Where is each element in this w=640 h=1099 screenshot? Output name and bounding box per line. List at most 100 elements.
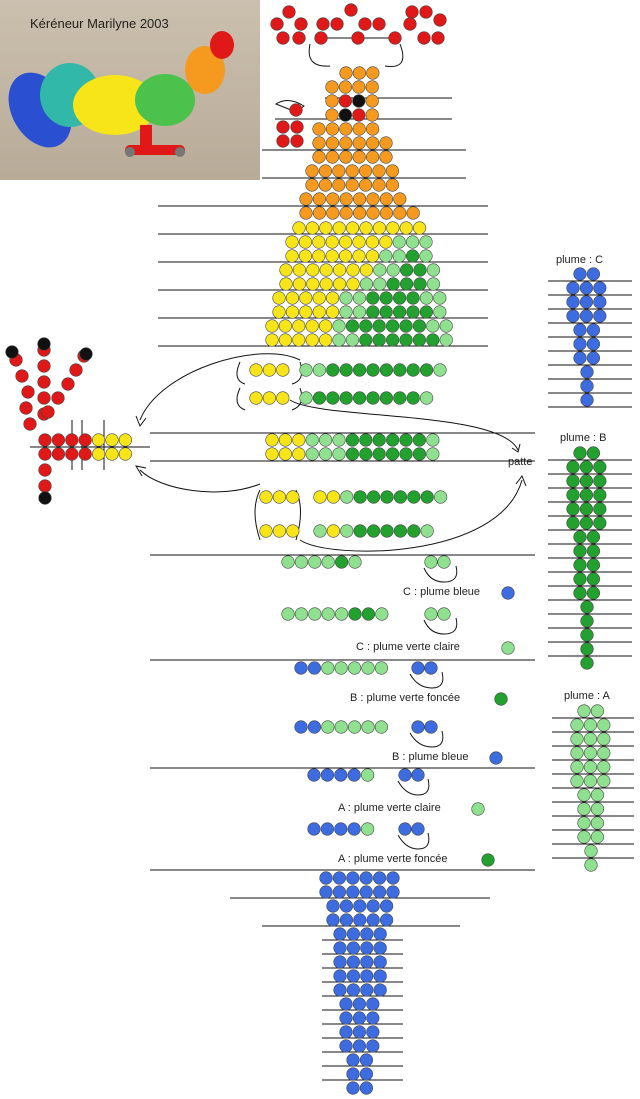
bead bbox=[276, 134, 290, 148]
bead bbox=[597, 746, 611, 760]
bead bbox=[373, 969, 387, 983]
bead bbox=[593, 281, 607, 295]
bead bbox=[319, 447, 333, 461]
bead bbox=[332, 164, 346, 178]
bead bbox=[570, 774, 584, 788]
bead bbox=[318, 178, 333, 192]
bead bbox=[366, 997, 380, 1011]
bead bbox=[580, 393, 594, 407]
bead bbox=[379, 192, 394, 206]
bead bbox=[593, 516, 607, 530]
bead bbox=[481, 853, 495, 867]
bead bbox=[272, 490, 287, 504]
bead bbox=[411, 768, 425, 782]
bead bbox=[424, 555, 438, 569]
bead bbox=[333, 983, 347, 997]
connector-curve bbox=[254, 489, 261, 541]
bead bbox=[413, 221, 427, 235]
bead bbox=[580, 365, 594, 379]
bead bbox=[262, 391, 277, 405]
bead bbox=[326, 291, 340, 305]
legend-item: B : plume verte foncée bbox=[350, 692, 461, 704]
bead bbox=[437, 607, 451, 621]
bead bbox=[339, 122, 353, 136]
bead bbox=[339, 291, 353, 305]
bead bbox=[399, 319, 413, 333]
bead bbox=[580, 614, 594, 628]
connector-curve bbox=[291, 361, 303, 385]
bead bbox=[339, 1039, 353, 1053]
bead bbox=[566, 309, 580, 323]
bead bbox=[334, 661, 348, 675]
bead bbox=[360, 955, 374, 969]
bead bbox=[299, 391, 313, 405]
bead bbox=[319, 433, 333, 447]
bead bbox=[579, 295, 594, 309]
bead bbox=[580, 656, 594, 670]
connector-curve bbox=[274, 100, 305, 113]
bead bbox=[339, 1025, 353, 1039]
bead bbox=[37, 359, 51, 373]
bead bbox=[373, 871, 387, 885]
bead bbox=[379, 305, 393, 319]
bead bbox=[406, 305, 420, 319]
bead bbox=[345, 447, 360, 461]
bead bbox=[566, 488, 580, 502]
bead bbox=[579, 460, 594, 474]
bead bbox=[586, 323, 601, 337]
bead bbox=[566, 516, 580, 530]
bead bbox=[319, 885, 333, 899]
bead bbox=[420, 524, 434, 538]
bead bbox=[346, 927, 361, 941]
bead bbox=[289, 103, 303, 117]
connector-curve bbox=[423, 617, 458, 635]
bead bbox=[334, 822, 348, 836]
bead bbox=[265, 319, 279, 333]
bead bbox=[406, 235, 420, 249]
bead bbox=[308, 607, 322, 621]
bead bbox=[332, 871, 347, 885]
bead bbox=[332, 433, 346, 447]
bead bbox=[308, 555, 322, 569]
bead bbox=[353, 913, 367, 927]
bead bbox=[353, 524, 367, 538]
bead bbox=[439, 333, 453, 347]
bead bbox=[352, 136, 366, 150]
bead bbox=[573, 337, 587, 351]
bead bbox=[365, 94, 379, 108]
bead bbox=[278, 447, 293, 461]
bead bbox=[412, 447, 427, 461]
bead bbox=[372, 333, 386, 347]
bead bbox=[380, 913, 394, 927]
bead bbox=[584, 844, 598, 858]
bead bbox=[346, 969, 361, 983]
bead bbox=[359, 263, 374, 277]
bead bbox=[573, 572, 587, 586]
bead bbox=[359, 164, 373, 178]
bead bbox=[366, 122, 380, 136]
bead bbox=[433, 305, 447, 319]
bead bbox=[15, 369, 29, 383]
bead bbox=[339, 391, 353, 405]
bead bbox=[413, 277, 427, 291]
bead bbox=[366, 192, 380, 206]
bead bbox=[373, 277, 387, 291]
bead bbox=[399, 333, 413, 347]
bead bbox=[361, 720, 375, 734]
photo-caption: Kéréneur Marilyne 2003 bbox=[30, 16, 169, 31]
bead bbox=[419, 235, 433, 249]
bead bbox=[320, 768, 335, 782]
bead bbox=[411, 720, 425, 734]
bead bbox=[393, 490, 408, 504]
bead bbox=[590, 788, 605, 802]
bead bbox=[319, 277, 333, 291]
bead bbox=[312, 150, 326, 164]
bead bbox=[305, 433, 319, 447]
bead bbox=[400, 277, 414, 291]
bead bbox=[276, 31, 290, 45]
bead bbox=[316, 17, 330, 31]
bead bbox=[340, 490, 354, 504]
bead bbox=[332, 333, 346, 347]
bead bbox=[586, 558, 601, 572]
bead bbox=[332, 319, 346, 333]
